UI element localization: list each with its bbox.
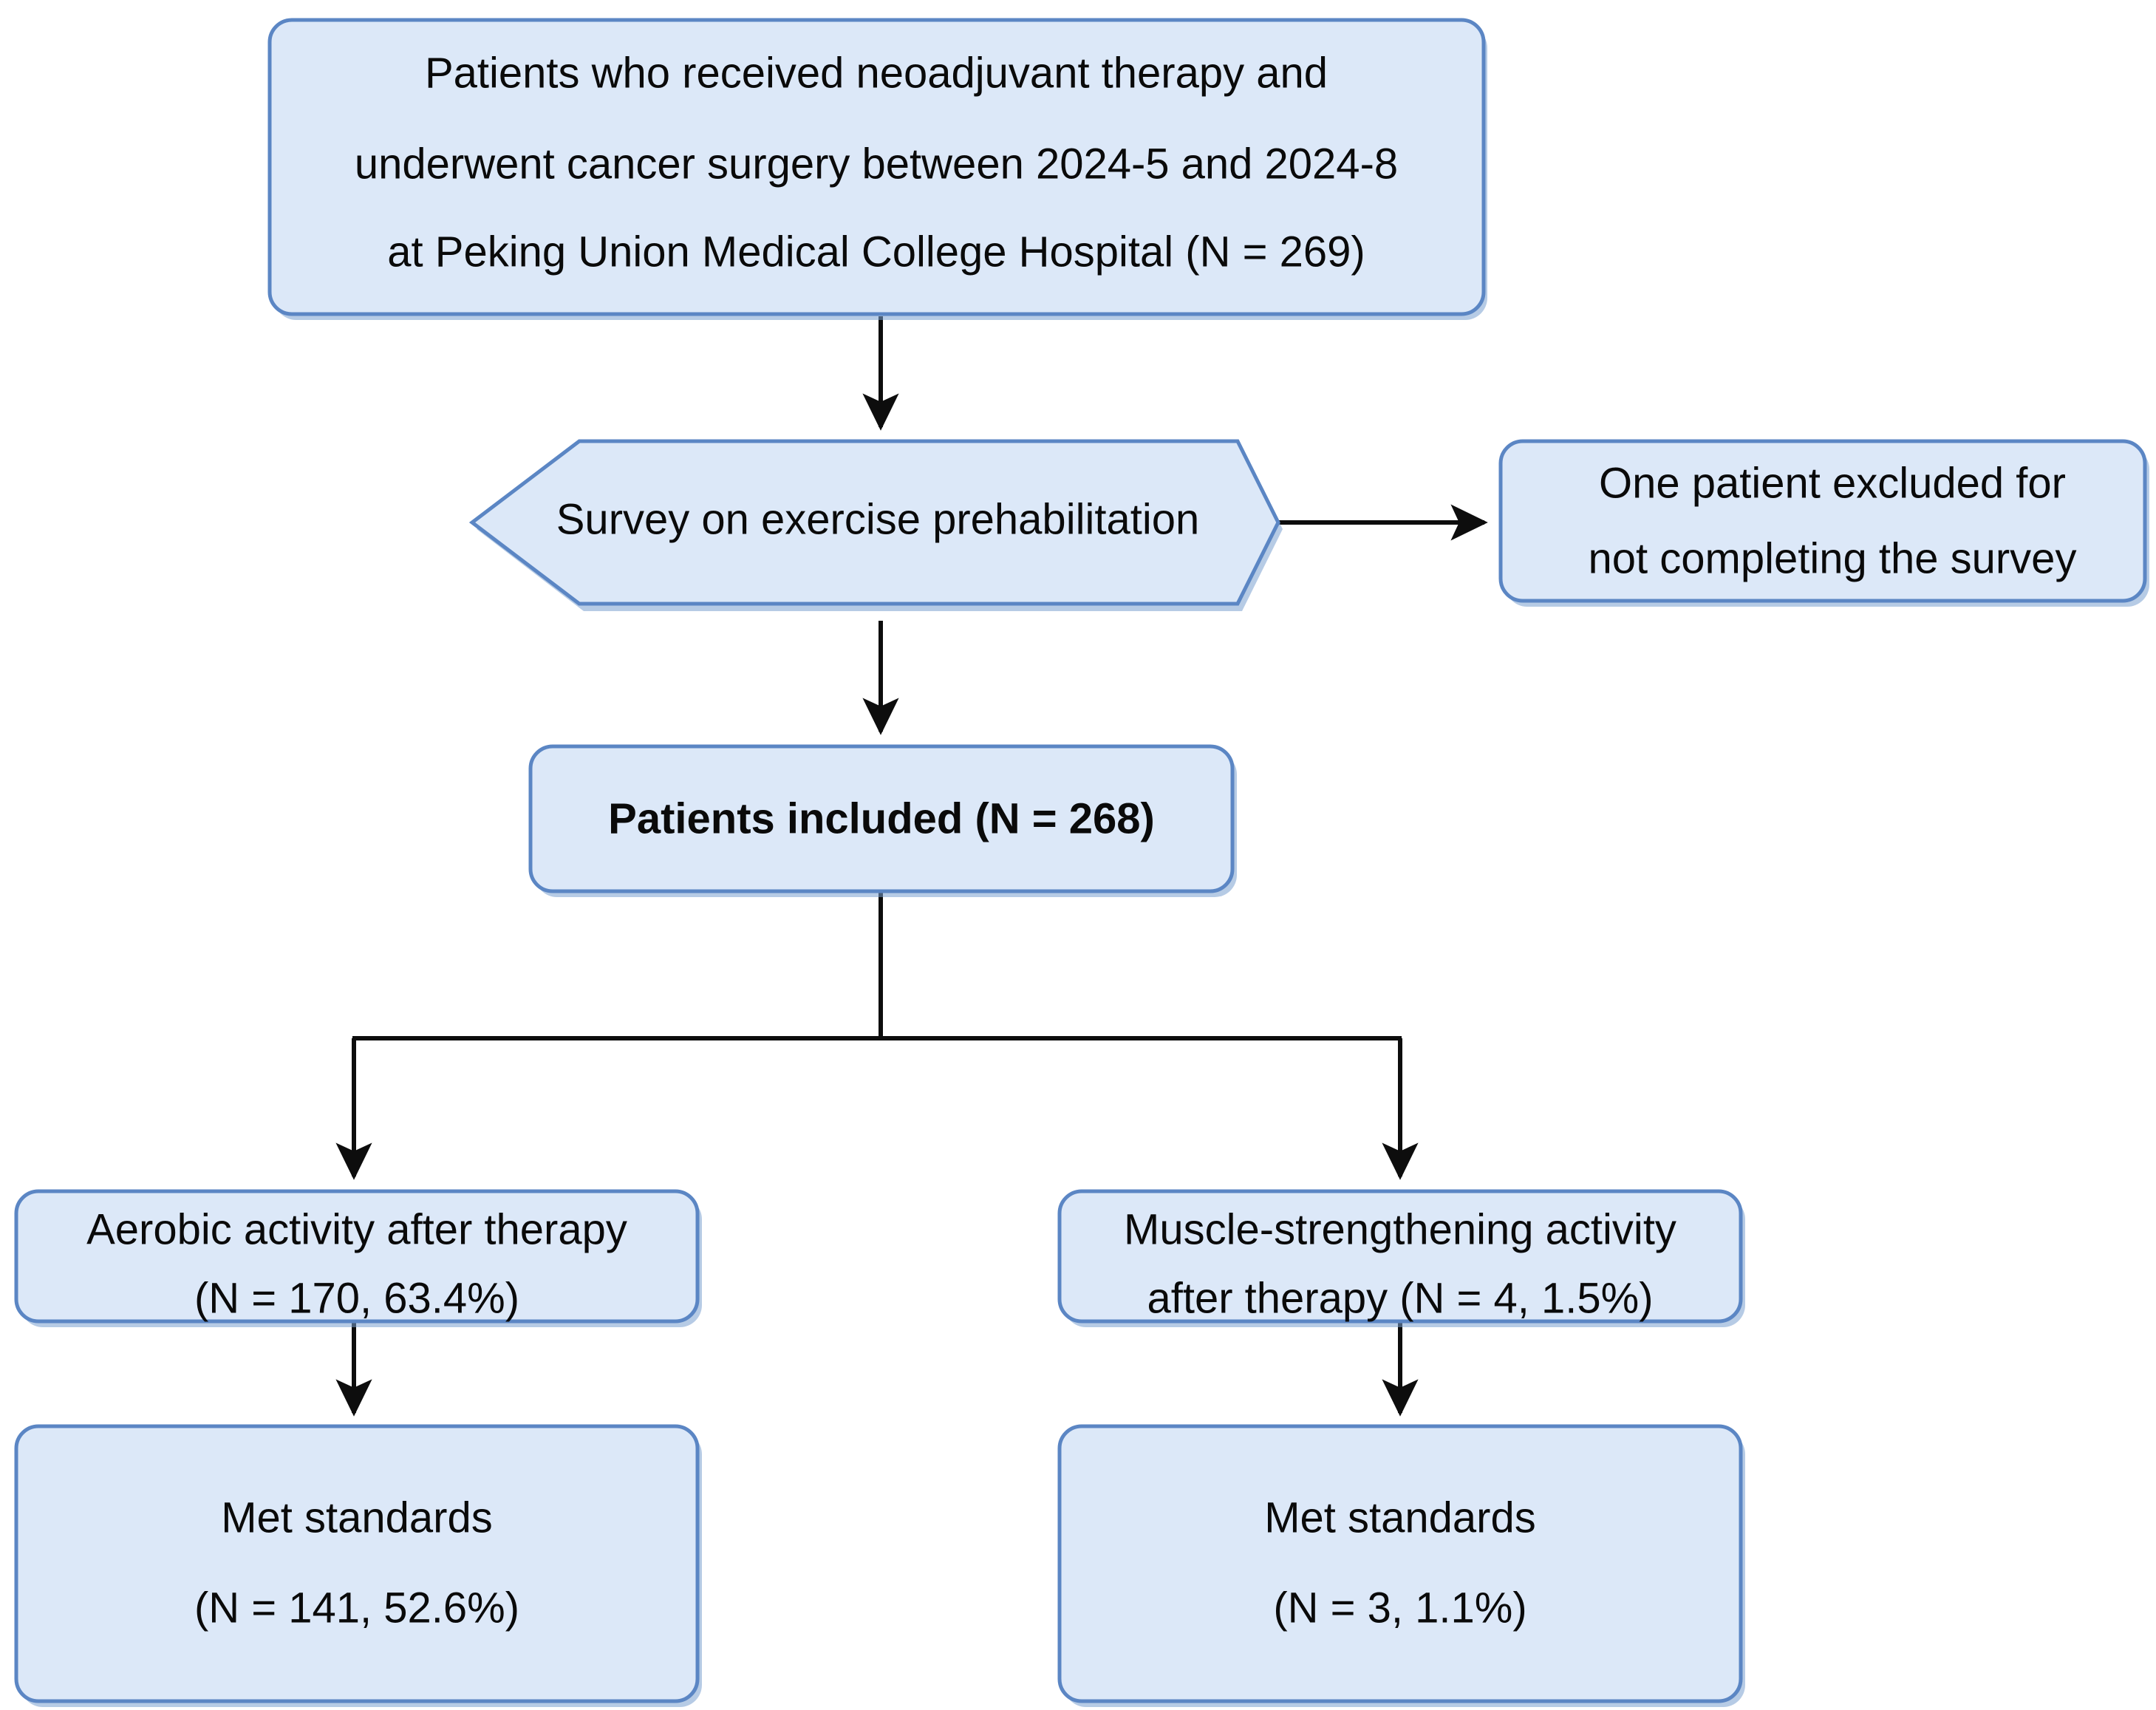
node-included[interactable]: Patients included (N = 268): [528, 744, 1237, 897]
node-aerobic-met-line-1: Met standards: [221, 1493, 493, 1542]
node-muscle[interactable]: Muscle-strengthening activity after ther…: [1057, 1189, 1745, 1327]
node-survey-box: [468, 439, 1280, 606]
connector-group: [335, 316, 1488, 1417]
node-survey-label: Survey on exercise prehabilitation: [556, 495, 1199, 543]
node-included-label: Patients included (N = 268): [608, 794, 1155, 842]
node-excluded-box: [1498, 439, 2147, 603]
node-aerobic[interactable]: Aerobic activity after therapy (N = 170,…: [14, 1189, 702, 1327]
node-muscle-met-box: [1057, 1424, 1743, 1703]
node-aerobic-line-2: (N = 170, 63.4%): [194, 1274, 519, 1322]
node-aerobic-box: [14, 1189, 700, 1324]
node-enrolled-line-2: underwent cancer surgery between 2024-5 …: [355, 140, 1398, 188]
node-survey[interactable]: Survey on exercise prehabilitation: [468, 439, 1283, 611]
node-included-box: [528, 744, 1235, 893]
node-muscle-met[interactable]: Met standards (N = 3, 1.1%): [1057, 1424, 1745, 1707]
node-muscle-met-line-1: Met standards: [1264, 1493, 1536, 1542]
node-aerobic-met-box: [14, 1424, 700, 1703]
node-enrolled-line-3: at Peking Union Medical College Hospital…: [387, 228, 1365, 276]
node-enrolled[interactable]: Patients who received neoadjuvant therap…: [267, 18, 1487, 320]
node-muscle-line-1: Muscle-strengthening activity: [1124, 1205, 1676, 1253]
node-aerobic-met-line-2: (N = 141, 52.6%): [194, 1584, 519, 1632]
node-excluded-line-2: not completing the survey: [1589, 534, 2077, 582]
node-excluded-line-1: One patient excluded for: [1599, 459, 2066, 507]
node-enrolled-box: [267, 18, 1486, 316]
node-aerobic-line-1: Aerobic activity after therapy: [86, 1205, 627, 1253]
node-muscle-met-line-2: (N = 3, 1.1%): [1273, 1584, 1526, 1632]
node-aerobic-met[interactable]: Met standards (N = 141, 52.6%): [14, 1424, 702, 1707]
node-muscle-box: [1057, 1189, 1743, 1324]
node-enrolled-line-1: Patients who received neoadjuvant therap…: [425, 49, 1328, 97]
node-muscle-line-2: after therapy (N = 4, 1.5%): [1147, 1274, 1653, 1322]
node-excluded[interactable]: One patient excluded for not completing …: [1498, 439, 2149, 607]
